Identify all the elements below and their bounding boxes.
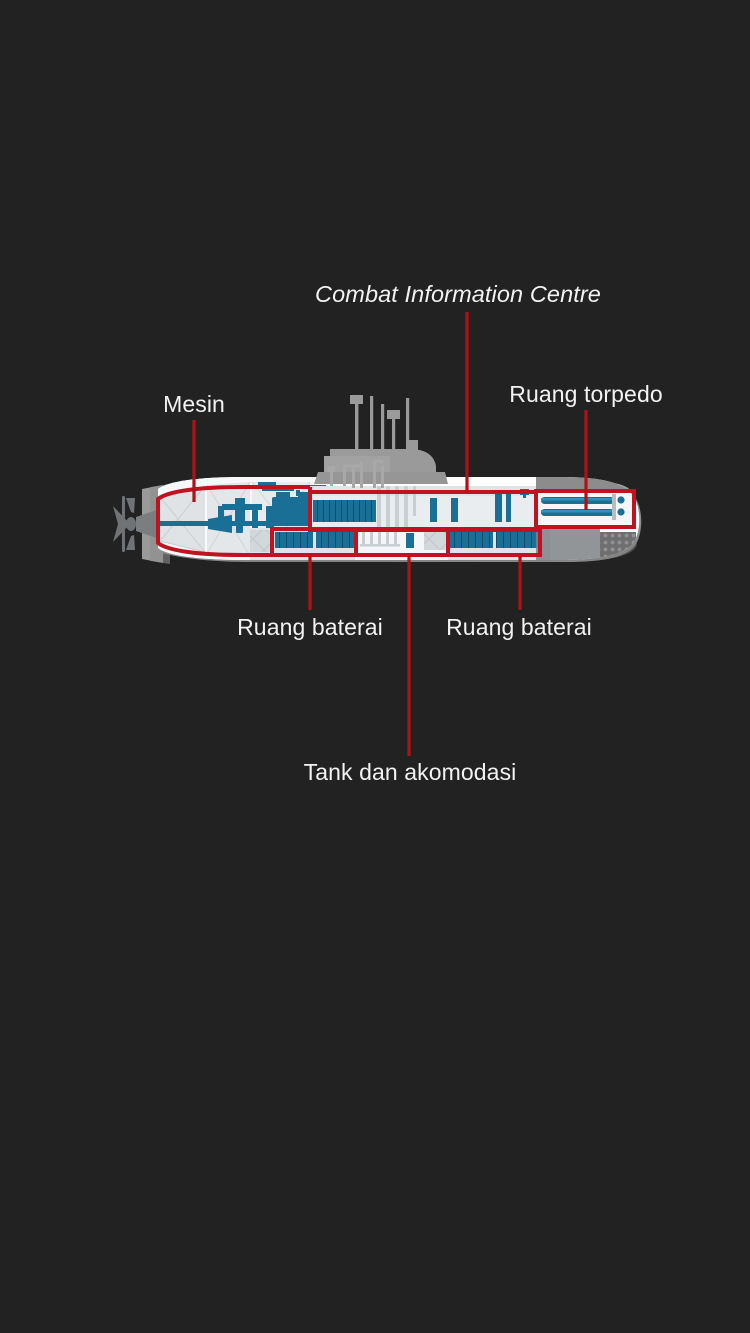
leader-lines <box>192 312 588 756</box>
label-tank-dan-akomodasi: Tank dan akomodasi <box>303 759 517 785</box>
outline-engine-room <box>156 485 310 557</box>
compartment-outlines <box>156 485 636 557</box>
forward-trim-tanks <box>250 530 272 552</box>
label-ruang-baterai-fwd: Ruang baterai <box>446 614 592 640</box>
periscopes-and-masts <box>327 395 410 488</box>
battery-bank-fwd <box>450 532 539 548</box>
label-mesin: Mesin <box>163 391 225 417</box>
battery-bank-aft <box>275 532 355 548</box>
tank-accommodation-interior <box>357 530 447 550</box>
outline-battery-fwd <box>446 527 542 557</box>
label-combat-information-centre: Combat Information Centre <box>315 281 601 307</box>
torpedo-tubes <box>541 494 625 520</box>
label-ruang-baterai-aft: Ruang baterai <box>237 614 383 640</box>
propeller <box>113 496 136 552</box>
mast-wells <box>377 486 416 530</box>
cic-console-bank <box>313 500 376 522</box>
label-ruang-torpedo: Ruang torpedo <box>509 381 663 407</box>
